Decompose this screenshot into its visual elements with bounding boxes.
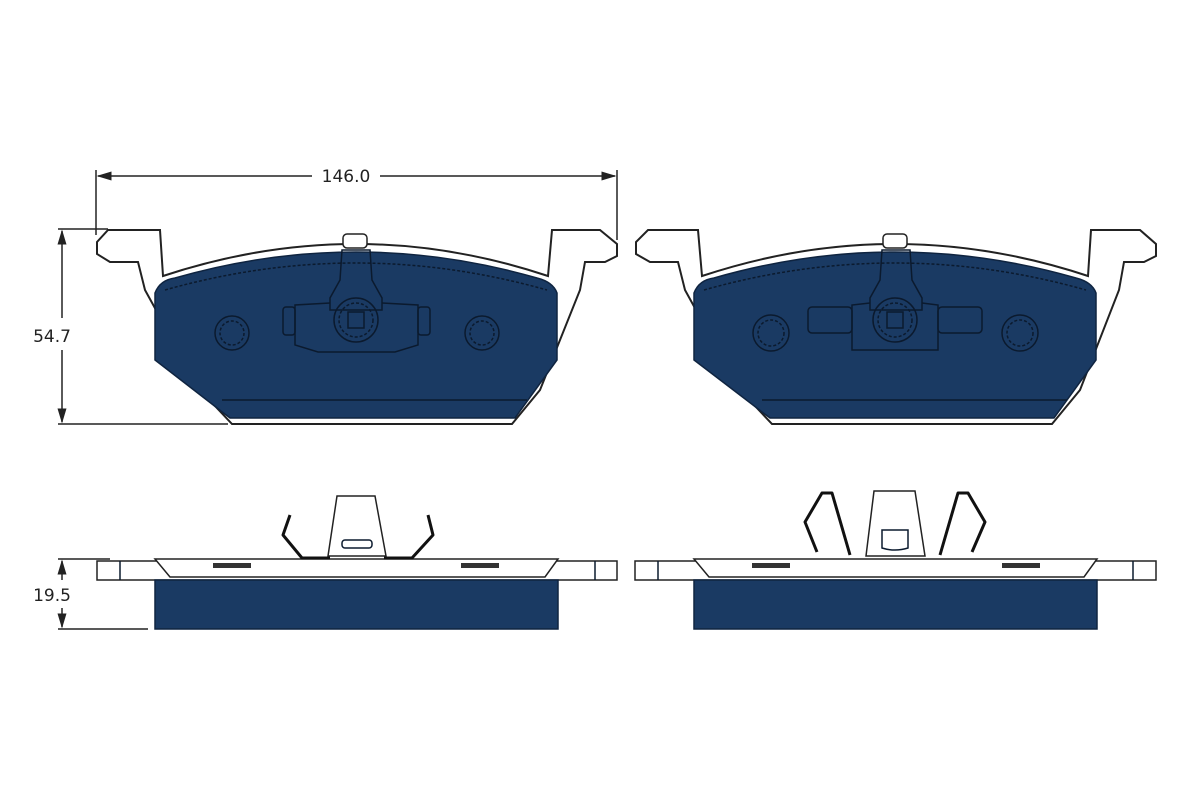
friction-pad-side-right <box>693 579 1098 630</box>
height-dimension: 54.7 <box>33 228 228 425</box>
thickness-dimension: 19.5 <box>33 558 148 630</box>
width-label: 146.0 <box>322 167 371 187</box>
thickness-label: 19.5 <box>33 586 71 606</box>
pad-front-view-left <box>96 229 618 425</box>
friction-pad-side-left <box>154 579 559 630</box>
width-dimension: 146.0 <box>95 167 618 240</box>
pad-front-view-right <box>635 229 1157 425</box>
height-label: 54.7 <box>33 327 71 347</box>
pad-side-view-right <box>634 490 1157 630</box>
pad-side-view-left <box>96 495 618 630</box>
friction-pad-right <box>693 251 1097 419</box>
friction-pad-left <box>154 251 558 419</box>
